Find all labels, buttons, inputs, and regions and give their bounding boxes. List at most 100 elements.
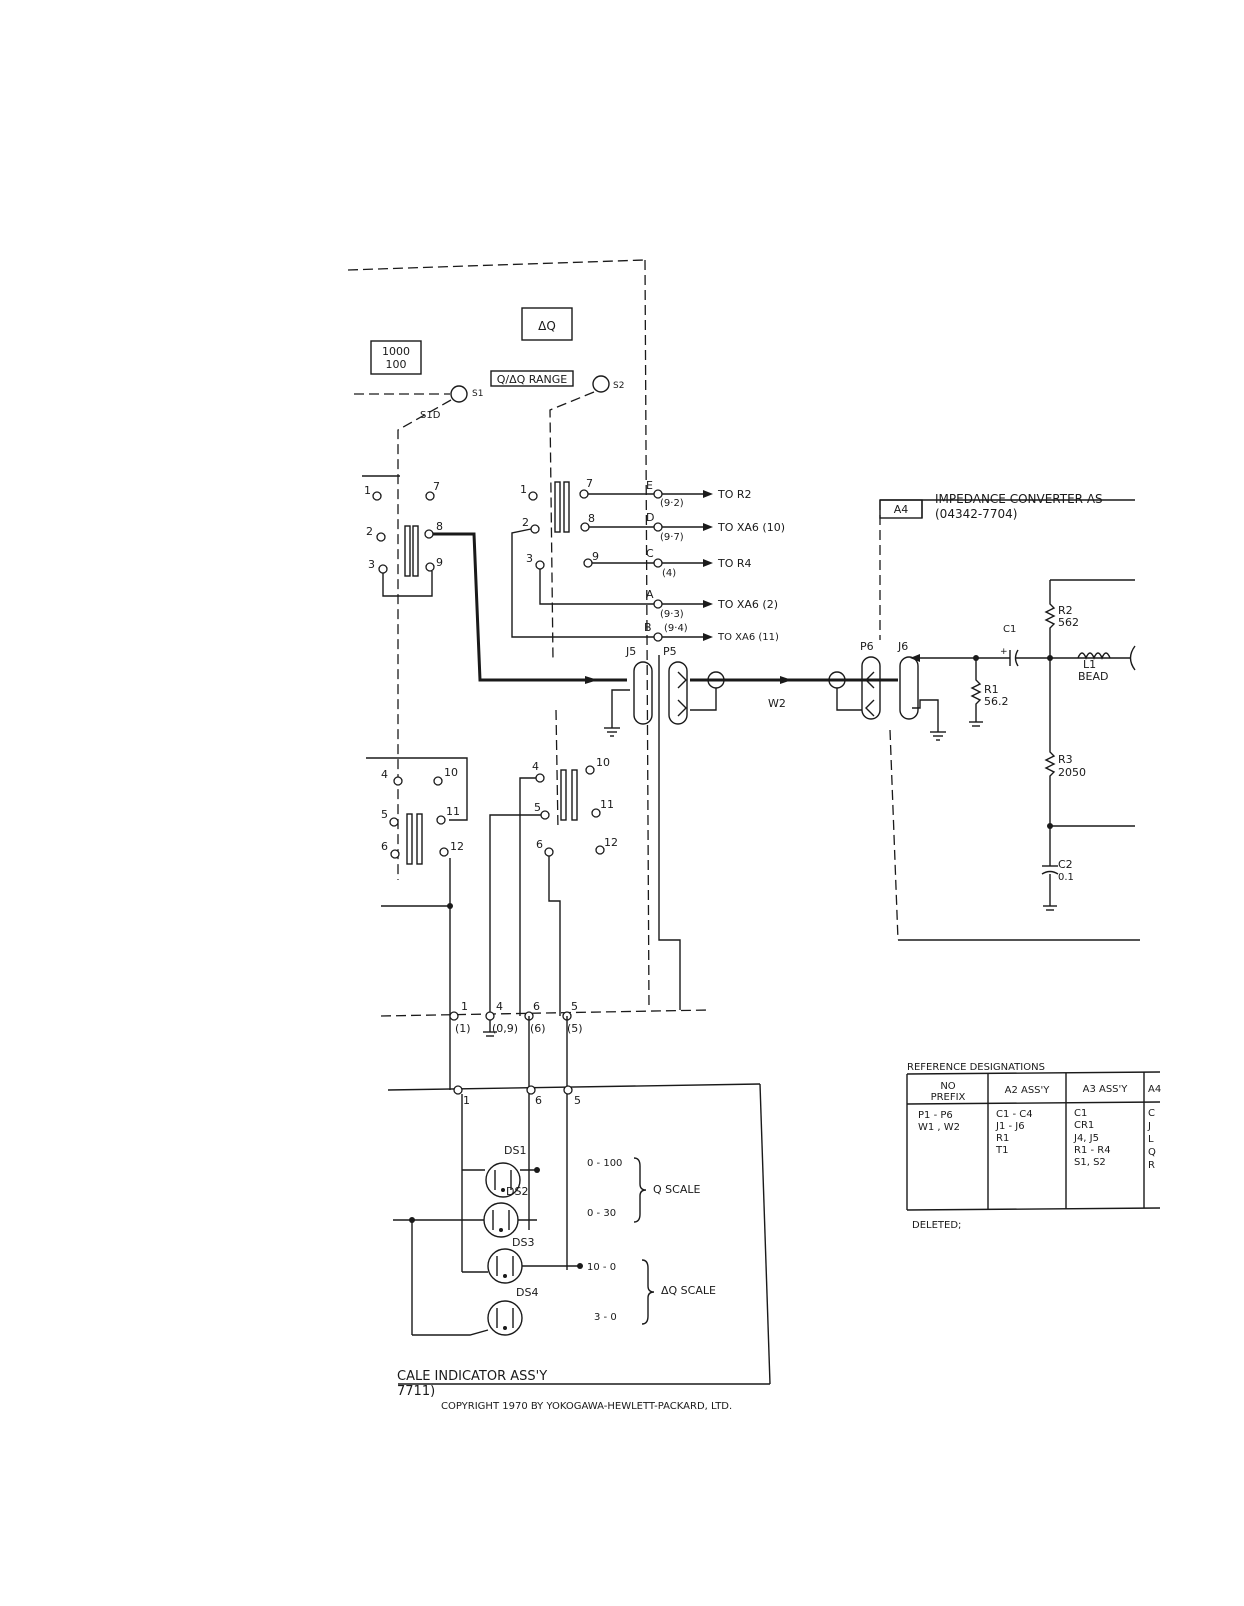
- s1-knob: [450, 385, 468, 403]
- l1-label: L1: [1083, 658, 1096, 671]
- svg-text:R: R: [1148, 1160, 1155, 1171]
- ds3-label: DS3: [512, 1236, 534, 1249]
- ref-h3: A3 ASS'Y: [1083, 1084, 1129, 1095]
- r2-label: R2: [1058, 604, 1073, 617]
- s2-wiper-b: [563, 481, 570, 533]
- s2-linkage-lower: [555, 709, 559, 831]
- lamp-ds4: DS4: [487, 1286, 538, 1336]
- range-title: Q/ΔQ RANGE: [497, 373, 568, 386]
- svg-text:11: 11: [446, 805, 460, 818]
- c2-plate-b: [1041, 870, 1059, 875]
- j6-connector: [899, 656, 919, 720]
- svg-text:+: +: [1000, 647, 1008, 657]
- l1-value: BEAD: [1078, 670, 1109, 683]
- range-100-label: 100: [386, 358, 407, 371]
- svg-text:12: 12: [604, 836, 618, 849]
- svg-text:2: 2: [366, 525, 373, 538]
- p5-label: P5: [663, 645, 677, 658]
- svg-text:C1: C1: [1074, 1108, 1087, 1119]
- s2-wiper-a: [554, 481, 561, 533]
- s2-lower-wiper-b: [571, 769, 578, 821]
- q-range-0-30: 0 - 30: [587, 1208, 616, 1219]
- svg-text:C1 - C4: C1 - C4: [996, 1109, 1033, 1120]
- svg-text:A: A: [646, 588, 654, 601]
- ref-h2: A2 ASS'Y: [1005, 1085, 1051, 1096]
- terminal-c: C (4) TO R4: [646, 547, 752, 579]
- a4-part-number: (04342-7704): [935, 507, 1017, 521]
- scale-assy-title: CALE INDICATOR ASS'Y: [397, 1369, 547, 1384]
- p5-connector: [668, 661, 688, 725]
- svg-text:J: J: [1147, 1121, 1151, 1132]
- s1-lower-wiper-b: [416, 813, 423, 865]
- svg-text:1: 1: [520, 483, 527, 496]
- svg-text:(5): (5): [567, 1022, 583, 1035]
- terminal-a: A (9·3) TO XA6 (2): [646, 588, 778, 620]
- r2-value: 562: [1058, 616, 1079, 629]
- c1-label: C1: [1003, 624, 1016, 635]
- svg-text:W1 , W2: W1 , W2: [918, 1122, 960, 1133]
- svg-text:(6): (6): [530, 1022, 546, 1035]
- dq-range-3-0: 3 - 0: [594, 1312, 617, 1323]
- q-range-0-100: 0 - 100: [587, 1158, 622, 1169]
- svg-text:9: 9: [592, 550, 599, 563]
- r1-resistor: [970, 658, 982, 722]
- svg-text:J4, J5: J4, J5: [1073, 1133, 1099, 1144]
- copyright-line: COPYRIGHT 1970 BY YOKOGAWA-HEWLETT-PACKA…: [441, 1401, 732, 1412]
- svg-text:10: 10: [444, 766, 458, 779]
- s2-knob: [592, 375, 610, 393]
- s1-jumper: [382, 571, 433, 597]
- s2-lower-wiper-a: [560, 769, 567, 821]
- svg-text:(1): (1): [455, 1022, 471, 1035]
- svg-text:6: 6: [536, 838, 543, 851]
- j6-label: J6: [897, 640, 908, 653]
- terminal-d: D (9·7) TO XA6 (10): [646, 511, 785, 543]
- svg-text:TO XA6 (11): TO XA6 (11): [717, 632, 779, 643]
- ds2-label: DS2: [506, 1185, 528, 1198]
- a4-boundary-left-lower: [889, 729, 899, 941]
- a4-tag: A4: [894, 503, 909, 516]
- svg-text:1: 1: [364, 484, 371, 497]
- svg-text:1: 1: [461, 1000, 468, 1013]
- dq-scale-label: ΔQ SCALE: [661, 1284, 716, 1297]
- svg-text:R1 - R4: R1 - R4: [1074, 1145, 1111, 1156]
- q-scale-label: Q SCALE: [653, 1183, 700, 1196]
- svg-text:4: 4: [496, 1000, 503, 1013]
- svg-text:11: 11: [600, 798, 614, 811]
- c2-label: C2: [1058, 858, 1073, 871]
- r1-value: 56.2: [984, 695, 1009, 708]
- range-title-box: [490, 370, 574, 387]
- svg-text:4: 4: [532, 760, 539, 773]
- r3-value: 2050: [1058, 766, 1086, 779]
- bus-node-row: 1 (1) 4 (0,9) 6 (6) 5 (5): [449, 1000, 583, 1037]
- svg-text:J1 - J6: J1 - J6: [995, 1121, 1025, 1132]
- svg-text:C: C: [646, 547, 654, 560]
- svg-text:1: 1: [463, 1094, 470, 1107]
- p6-connector: [861, 656, 881, 720]
- lamp-ds2: DS2: [483, 1185, 528, 1238]
- s1-label: S1: [472, 389, 483, 399]
- svg-text:(9·7): (9·7): [660, 532, 684, 543]
- lamp-ds1: DS1: [485, 1144, 526, 1198]
- lamp-ds3: DS3: [487, 1236, 534, 1284]
- dq-range-10-0: 10 - 0: [587, 1262, 616, 1273]
- svg-text:S1, S2: S1, S2: [1074, 1157, 1106, 1168]
- ref-h1b: PREFIX: [931, 1092, 966, 1103]
- s1-lower-wiper-a: [406, 813, 413, 865]
- s2-label: S2: [613, 381, 624, 391]
- svg-text:C: C: [1148, 1108, 1155, 1119]
- svg-text:TO XA6 (10): TO XA6 (10): [717, 521, 785, 534]
- svg-text:5: 5: [571, 1000, 578, 1013]
- dq-key-box: [521, 307, 573, 341]
- c1-plate-b: [1014, 649, 1019, 667]
- a4-title: IMPEDANCE CONVERTER AS: [935, 492, 1103, 506]
- svg-text:(4): (4): [662, 568, 676, 579]
- svg-text:(9·4): (9·4): [664, 623, 688, 634]
- ds1-label: DS1: [504, 1144, 526, 1157]
- boundary-bottom: [380, 1009, 711, 1017]
- svg-text:TO XA6 (2): TO XA6 (2): [717, 598, 778, 611]
- r2-resistor: [1044, 580, 1056, 658]
- boundary-top: [347, 259, 646, 271]
- j5-connector: [633, 661, 653, 725]
- p6-label: P6: [860, 640, 874, 653]
- svg-text:3: 3: [368, 558, 375, 571]
